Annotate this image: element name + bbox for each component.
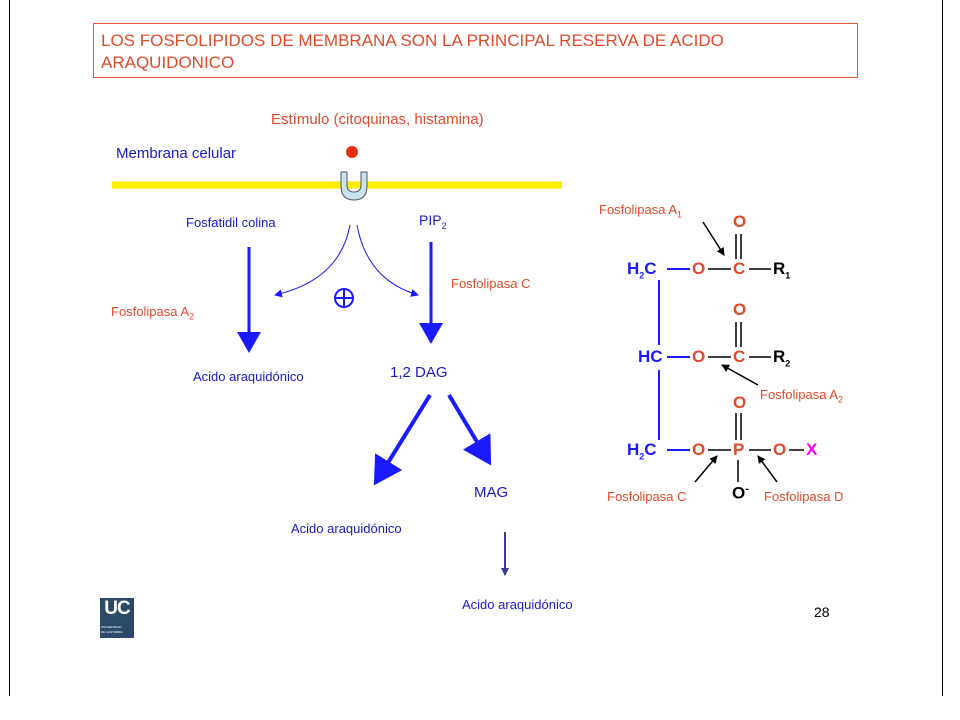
pla2-text: Fosfolipasa A bbox=[760, 387, 839, 402]
membrane-label: Membrana celular bbox=[116, 145, 237, 162]
pip-text: PIP bbox=[419, 212, 442, 228]
phosphatidylcholine-label: Fosfatidil colina bbox=[186, 215, 276, 230]
pla1-subscript: 1 bbox=[677, 209, 683, 220]
h2c-bottom-atom: H2C bbox=[627, 441, 657, 461]
oxygen-minus: O- bbox=[732, 484, 749, 502]
oxygen-phosphoryl: O bbox=[733, 393, 747, 412]
pla1-structure-label: Fosfolipasa A1 bbox=[599, 203, 682, 220]
r2-group: R2 bbox=[773, 348, 790, 368]
x-group: X bbox=[806, 440, 818, 459]
pointer-plc bbox=[694, 455, 718, 483]
arrow-dag-to-mag bbox=[447, 393, 492, 466]
pla-text: Fosfolipasa A bbox=[111, 304, 190, 319]
oxygen-minus-charge: - bbox=[745, 483, 749, 495]
phosphorus-atom: P bbox=[733, 440, 745, 459]
stimulus-label: Estímulo (citoquinas, histamina) bbox=[271, 111, 484, 128]
r1-subscript: 1 bbox=[785, 270, 791, 281]
oxygen-minus-o: O bbox=[732, 483, 746, 503]
r2-text: R bbox=[773, 347, 786, 366]
h2c-top-h: H bbox=[627, 259, 640, 278]
aa-bottom-label: Acido araquidónico bbox=[462, 597, 573, 612]
slide-title-text: LOS FOSFOLIPIDOS DE MEMBRANA SON LA PRIN… bbox=[101, 31, 724, 72]
oxygen-ester-top: O bbox=[692, 259, 706, 278]
r1-group: R1 bbox=[773, 260, 790, 280]
pla-subscript: 2 bbox=[189, 311, 195, 322]
aa-middle-label: Acido araquidónico bbox=[291, 521, 402, 536]
logo-small-line2: DE CANTABRIA bbox=[101, 630, 123, 634]
pla1-text: Fosfolipasa A bbox=[599, 202, 678, 217]
university-logo: UC UNIVERSIDAD DE CANTABRIA bbox=[100, 598, 134, 638]
plc-pathway-label: Fosfolipasa C bbox=[451, 276, 531, 291]
pla2-pathway-label: Fosfolipasa A2 bbox=[111, 305, 194, 322]
receptor-icon bbox=[340, 171, 368, 201]
r2-subscript: 2 bbox=[785, 358, 791, 369]
dag-label: 1,2 DAG bbox=[390, 364, 448, 381]
curved-arrow-left bbox=[274, 224, 351, 298]
slide-title: LOS FOSFOLIPIDOS DE MEMBRANA SON LA PRIN… bbox=[93, 23, 858, 78]
h2c-bot-c: C bbox=[644, 440, 657, 459]
pointer-pla1 bbox=[702, 221, 725, 256]
h2c-top-atom: H2C bbox=[627, 260, 657, 280]
oxygen-carbonyl-top: O bbox=[733, 212, 747, 231]
h2c-top-c: C bbox=[644, 259, 657, 278]
pointer-pld bbox=[757, 455, 778, 483]
left-border-line bbox=[9, 0, 10, 696]
h2c-bot-h: H bbox=[627, 440, 640, 459]
pip-subscript: 2 bbox=[441, 220, 447, 231]
carbon-carbonyl-top: C bbox=[733, 259, 746, 278]
right-border-line bbox=[942, 0, 943, 696]
oxygen-phosphate-right: O bbox=[773, 440, 787, 459]
hc-mid-atom: HC bbox=[638, 347, 663, 366]
pla2-structure-label: Fosfolipasa A2 bbox=[760, 388, 843, 405]
carbon-carbonyl-mid: C bbox=[733, 347, 746, 366]
curved-arrow-right bbox=[356, 224, 419, 297]
r1-text: R bbox=[773, 259, 786, 278]
pointer-pla2 bbox=[721, 364, 759, 386]
oxygen-ester-mid: O bbox=[692, 347, 706, 366]
logo-small-line1: UNIVERSIDAD bbox=[101, 625, 122, 629]
logo-text: UC bbox=[104, 598, 130, 619]
aa-left-label: Acido araquidónico bbox=[193, 369, 304, 384]
page-number: 28 bbox=[814, 604, 830, 620]
oxygen-phosphate-left: O bbox=[692, 440, 706, 459]
pla2-subscript: 2 bbox=[838, 394, 844, 405]
oxygen-carbonyl-mid: O bbox=[733, 300, 747, 319]
plc-structure-label: Fosfolipasa C bbox=[607, 489, 687, 504]
h2c-bot-sub: 2 bbox=[639, 451, 645, 462]
stimulus-dot bbox=[346, 146, 358, 158]
pld-structure-label: Fosfolipasa D bbox=[764, 489, 844, 504]
h2c-top-sub: 2 bbox=[639, 270, 645, 281]
pip2-label: PIP2 bbox=[419, 213, 447, 231]
mag-label: MAG bbox=[474, 484, 509, 501]
arrow-dag-to-aa bbox=[373, 393, 432, 486]
